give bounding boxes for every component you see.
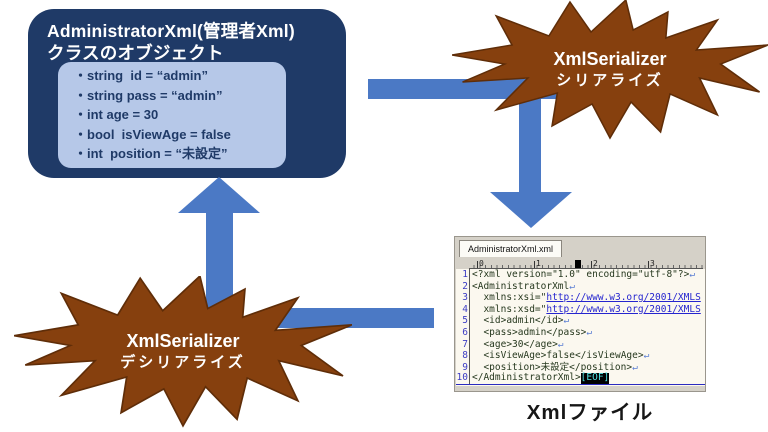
serialize-arrowhead-down-icon: [490, 192, 572, 228]
return-mark-icon: ↵: [563, 315, 570, 327]
code-line[interactable]: 6 <pass>admin</pass>↵: [456, 326, 705, 339]
deserialize-burst: XmlSerializer デシリアライズ: [14, 276, 352, 428]
xml-file-caption: Xmlファイル: [526, 401, 654, 424]
serialize-arrow-vertical: [519, 90, 541, 193]
xml-editor-window: AdministratorXml.xml 0 1 2 3 1<?xml vers…: [454, 236, 706, 392]
code-text: <?xml version="1.0" encoding="utf-8"?>: [472, 269, 690, 280]
code-text: <id>admin</id>: [472, 315, 564, 327]
ruler-number: 1: [536, 259, 541, 268]
class-object-box: AdministratorXml(管理者Xml) クラスのオブジェクト ・str…: [28, 9, 346, 178]
line-number: 9: [456, 361, 470, 374]
url-text[interactable]: http://www.w3.org/2001/XMLS: [546, 292, 701, 304]
class-box-title-line2: クラスのオブジェクト: [47, 43, 224, 64]
line-number: 10: [456, 372, 470, 384]
class-fields-panel: ・string id = “admin” ・string pass = “admi…: [58, 62, 286, 168]
class-field-line: ・bool isViewAge = false: [74, 126, 231, 142]
line-number: 5: [456, 315, 470, 327]
return-mark-icon: ↵: [586, 326, 593, 338]
code-text: xmlns:xsd=": [472, 303, 547, 315]
code-text: <position>未設定</position>: [472, 361, 633, 373]
code-line[interactable]: 2<AdministratorXml↵: [456, 280, 705, 293]
line-number: 4: [456, 303, 470, 316]
editor-ruler: 0 1 2 3: [469, 259, 703, 269]
class-field-line: ・int age = 30: [74, 107, 159, 122]
line-number: 8: [456, 350, 470, 362]
code-line[interactable]: 8 <isViewAge>false</isViewAge>↵: [456, 350, 705, 362]
serialize-arrow-horizontal: [368, 79, 558, 99]
code-text: </AdministratorXml>: [472, 372, 581, 384]
code-line[interactable]: 5 <id>admin</id>↵: [456, 315, 705, 327]
class-field-line: ・string pass = “admin”: [74, 87, 223, 103]
code-text: <age>30</age>: [472, 338, 558, 350]
code-line[interactable]: 9 <position>未設定</position>↵: [456, 361, 705, 374]
ruler-tick: [648, 261, 649, 268]
code-line[interactable]: 7 <age>30</age>↵: [456, 338, 705, 351]
return-mark-icon: ↵: [557, 338, 564, 350]
line-number: 6: [456, 326, 470, 339]
explosion-shape-icon: [452, 0, 768, 140]
class-box-title: AdministratorXml(管理者Xml) クラスのオブジェクト: [28, 9, 346, 65]
line-number: 1: [456, 269, 470, 281]
ruler-tick: [477, 261, 478, 268]
code-text: <AdministratorXml: [472, 280, 570, 292]
ruler-cursor-marker: [575, 260, 581, 268]
ruler-number: 3: [650, 259, 655, 268]
code-text: xmlns:xsi=": [472, 292, 547, 304]
ruler-tick: [591, 261, 592, 268]
line-number: 7: [456, 338, 470, 351]
url-text[interactable]: http://www.w3.org/2001/XMLS: [546, 303, 701, 315]
code-line[interactable]: 4 xmlns:xsd="http://www.w3.org/2001/XMLS: [456, 303, 705, 316]
return-mark-icon: ↵: [643, 350, 650, 362]
ruler-number: 2: [593, 259, 598, 268]
class-box-title-line1: AdministratorXml(管理者Xml): [47, 21, 295, 41]
class-field-line: ・int position = “未設定”: [74, 146, 228, 161]
ruler-tick: [534, 261, 535, 268]
line-number: 3: [456, 292, 470, 304]
code-line[interactable]: 1<?xml version="1.0" encoding="utf-8"?>↵: [456, 269, 705, 281]
line-number: 2: [456, 280, 470, 293]
serialize-burst: XmlSerializer シリアライズ: [452, 0, 768, 140]
eof-marker: [EOF]: [580, 372, 610, 384]
explosion-shape-icon: [14, 276, 352, 428]
class-field-line: ・string id = “admin”: [74, 68, 208, 83]
code-text: <pass>admin</pass>: [472, 326, 587, 338]
deserialize-arrow-horizontal: [270, 308, 434, 328]
deserialize-arrowhead-up-icon: [178, 177, 260, 213]
editor-code-area[interactable]: 1<?xml version="1.0" encoding="utf-8"?>↵…: [456, 269, 705, 386]
return-mark-icon: ↵: [689, 269, 696, 280]
return-mark-icon: ↵: [632, 361, 638, 373]
ruler-number: 0: [479, 259, 484, 268]
code-text: <isViewAge>false</isViewAge>: [472, 350, 644, 362]
return-mark-icon: ↵: [569, 280, 575, 292]
code-line[interactable]: 10</AdministratorXml>[EOF]: [456, 373, 705, 385]
editor-tab[interactable]: AdministratorXml.xml: [459, 240, 563, 257]
code-line[interactable]: 3 xmlns:xsi="http://www.w3.org/2001/XMLS: [456, 292, 705, 304]
